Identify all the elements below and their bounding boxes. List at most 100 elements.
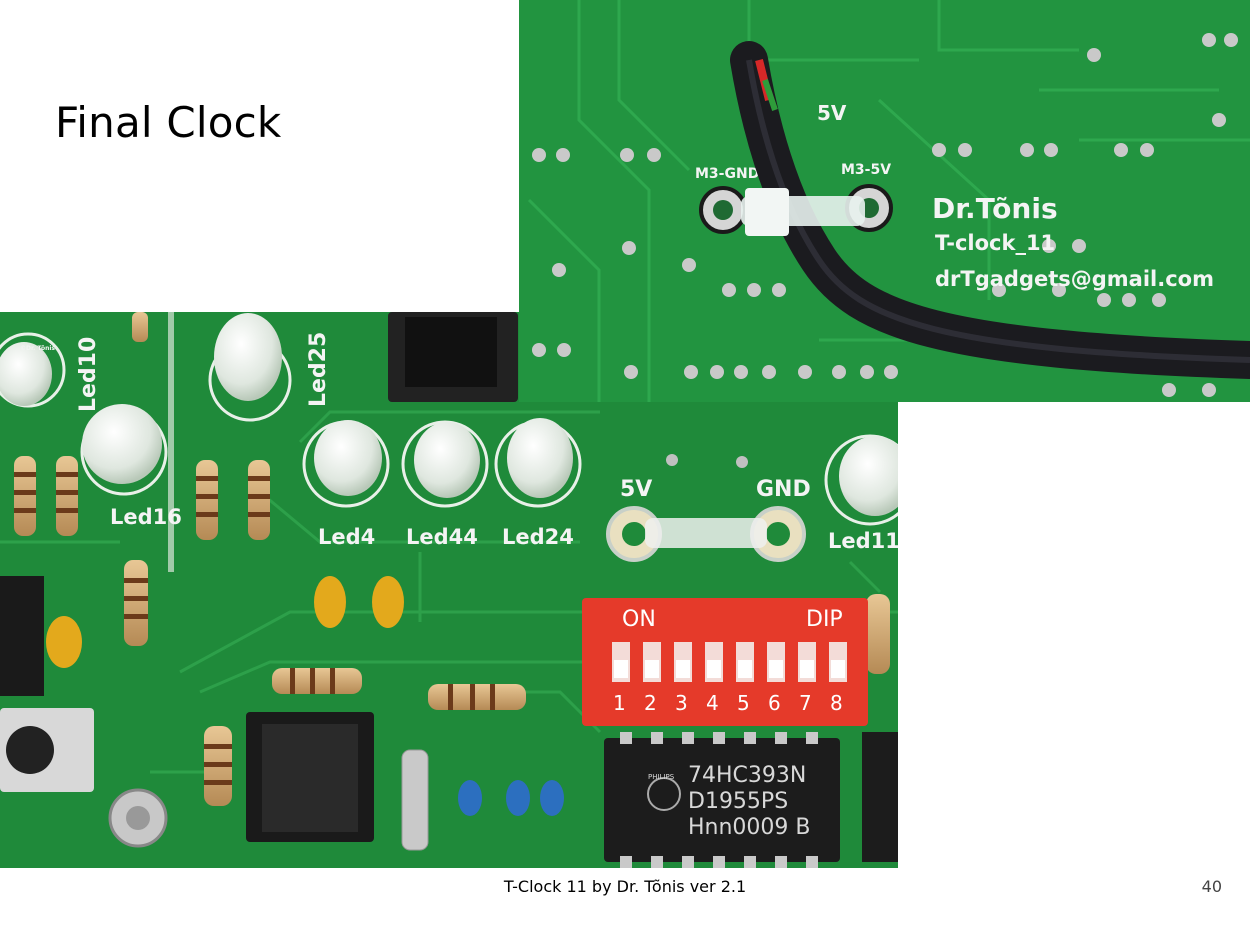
dip-knob — [769, 660, 783, 678]
dip-knob — [707, 660, 721, 678]
solder-pad — [992, 283, 1006, 297]
chip-pin — [806, 856, 818, 868]
solder-pad — [1202, 33, 1216, 47]
slide-title: Final Clock — [55, 98, 282, 147]
ic-74hc393: PHILIPS 74HC393N D1955PS Hnn0009 B — [604, 732, 840, 868]
chip-pin — [651, 732, 663, 744]
page-number: 40 — [1201, 877, 1222, 896]
chip-pin — [775, 732, 787, 744]
solder-pad — [647, 148, 661, 162]
chip-pin — [744, 856, 756, 868]
dip-knob — [645, 660, 659, 678]
led-label-10: Led10 — [76, 337, 101, 412]
chip-pin — [713, 856, 725, 868]
solder-pad — [1152, 293, 1166, 307]
solder-pad — [1224, 33, 1238, 47]
led-label-11: Led11 — [828, 529, 898, 553]
solder-pad — [1042, 239, 1056, 253]
solder-pad — [532, 343, 546, 357]
solder-pad — [620, 148, 634, 162]
dip-knob — [676, 660, 690, 678]
pcb-back-illustration: 5V M3-GND M3-5V Dr.Tõnis T-clock_11 drTg… — [519, 0, 1250, 402]
author-label: Dr.Tõnis — [932, 192, 1058, 225]
dip-number: 1 — [613, 691, 626, 715]
chip-pin — [682, 732, 694, 744]
dip-on-label: ON — [622, 607, 656, 632]
solder-pad — [622, 241, 636, 255]
solder-pad — [722, 283, 736, 297]
led-label-4: Led4 — [318, 525, 375, 549]
chip-line-3: Hnn0009 B — [688, 815, 811, 840]
solder-pad — [557, 343, 571, 357]
dip-label: DIP — [806, 607, 843, 632]
solder-pad — [1044, 143, 1058, 157]
dip-number: 8 — [830, 691, 843, 715]
chip-pin — [713, 732, 725, 744]
pcb-front-illustration: Led10 Led25 Led16 Led4 Led44 Led24 Led11… — [0, 312, 898, 868]
chip-pin — [806, 732, 818, 744]
solder-pad — [1052, 283, 1066, 297]
slide-footer: T-Clock 11 by Dr. Tõnis ver 2.1 — [503, 877, 747, 896]
led-label-44: Led44 — [406, 525, 478, 549]
solder-pad — [684, 365, 698, 379]
dip-knob — [800, 660, 814, 678]
chip-pin — [620, 732, 632, 744]
solder-pad — [860, 365, 874, 379]
copyright-mark: ©Dr. Tõnis — [20, 345, 55, 352]
solder-pad — [682, 258, 696, 272]
chip-line-1: 74HC393N — [688, 763, 806, 788]
dip-knob — [831, 660, 845, 678]
dip-number: 6 — [768, 691, 781, 715]
solder-pad — [747, 283, 761, 297]
solder-pad — [1162, 383, 1176, 397]
chip-pin — [651, 856, 663, 868]
chip-pin — [620, 856, 632, 868]
dip-number: 7 — [799, 691, 812, 715]
solder-pad — [772, 283, 786, 297]
chip-pin — [682, 856, 694, 868]
solder-pad — [1072, 239, 1086, 253]
solder-pad — [556, 148, 570, 162]
dip-number: 5 — [737, 691, 750, 715]
m3-gnd-label: M3-GND — [695, 166, 759, 182]
solder-pad — [624, 365, 638, 379]
solder-pad — [1087, 48, 1101, 62]
solder-pad — [1122, 293, 1136, 307]
m3-5v-label: M3-5V — [841, 162, 891, 178]
solder-pad — [832, 365, 846, 379]
solder-pad — [1020, 143, 1034, 157]
led-group — [0, 313, 898, 526]
power-5v-label: 5V — [620, 477, 652, 502]
inset-5v-label: 5V — [817, 101, 847, 125]
solder-pad — [1097, 293, 1111, 307]
board-label: T-clock_11 — [935, 231, 1055, 255]
solder-pad — [1212, 113, 1226, 127]
email-label: drTgadgets@gmail.com — [935, 267, 1214, 291]
pcb-back-photo: 5V M3-GND M3-5V Dr.Tõnis T-clock_11 drTg… — [519, 0, 1250, 402]
chip-brand: PHILIPS — [648, 773, 675, 781]
solder-pad — [884, 365, 898, 379]
chip-pin — [775, 856, 787, 868]
solder-pad — [1140, 143, 1154, 157]
dip-knob — [614, 660, 628, 678]
solder-pad — [932, 143, 946, 157]
led-label-24: Led24 — [502, 525, 574, 549]
solder-pad — [762, 365, 776, 379]
led-label-16: Led16 — [110, 505, 182, 529]
solder-pad — [710, 365, 724, 379]
dip-number: 3 — [675, 691, 688, 715]
dip-number: 4 — [706, 691, 719, 715]
solder-pad — [1202, 383, 1216, 397]
dip-knob — [738, 660, 752, 678]
power-gnd-label: GND — [756, 477, 811, 502]
solder-pad — [734, 365, 748, 379]
dip-number: 2 — [644, 691, 657, 715]
chip-pin — [744, 732, 756, 744]
solder-pad — [1114, 143, 1128, 157]
led-label-25: Led25 — [306, 332, 331, 407]
pcb-front-photo: Led10 Led25 Led16 Led4 Led44 Led24 Led11… — [0, 312, 898, 868]
solder-pad — [958, 143, 972, 157]
solder-pad — [798, 365, 812, 379]
chip-line-2: D1955PS — [688, 789, 788, 814]
